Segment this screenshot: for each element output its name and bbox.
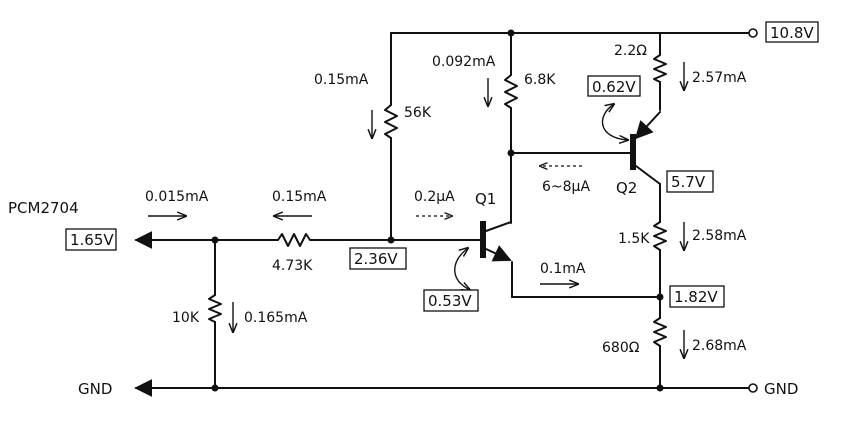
current-q2-base: 6~8μA	[542, 179, 590, 195]
vbe-q1-box	[423, 289, 479, 312]
input-line	[134, 231, 484, 249]
base-voltage-box	[349, 247, 407, 270]
current-q1-emitter: 0.1mA	[540, 261, 586, 277]
supply-voltage: 10.8V	[770, 24, 814, 42]
base-q1-voltage: 2.36V	[354, 250, 398, 268]
supply-terminal	[748, 28, 758, 38]
gnd-label-right: GND	[764, 380, 798, 398]
current-680: 2.68mA	[692, 338, 747, 354]
pcm-voltage: 1.65V	[70, 231, 114, 249]
label-1k5: 1.5K	[618, 231, 650, 247]
label-4k73: 4.73K	[272, 258, 313, 274]
junction-dot	[211, 384, 219, 392]
ground-rail	[134, 379, 758, 397]
emitter-q1-voltage: 0.53V	[428, 292, 472, 310]
q2-collector-voltage-box	[666, 170, 714, 193]
transistor-q2	[510, 111, 661, 223]
arrow-vbe-q2	[601, 104, 628, 140]
supply-voltage-box	[765, 21, 819, 43]
current-pcm: 0.015mA	[145, 189, 209, 205]
vbe-q2-box	[587, 75, 641, 97]
pcm-label: PCM2704	[8, 199, 79, 217]
pcm-voltage-box	[65, 228, 117, 251]
label-6k8: 6.8K	[524, 72, 556, 88]
q2-vbe: 0.62V	[592, 78, 636, 96]
junction-dot	[387, 236, 395, 244]
arrow-vbe-q1	[454, 248, 470, 290]
label-2r2: 2.2Ω	[614, 43, 647, 59]
q2-collector-voltage: 5.7V	[671, 173, 706, 191]
resistor-10k	[208, 239, 222, 389]
label-q1: Q1	[475, 190, 496, 208]
resistor-56k	[384, 32, 398, 241]
current-1k5: 2.58mA	[692, 228, 747, 244]
resistor-2r2	[653, 32, 667, 111]
resistor-6k8	[504, 32, 518, 224]
label-56k: 56K	[404, 105, 432, 121]
current-q1-base: 0.2μA	[414, 189, 455, 205]
resistor-1k5	[653, 221, 667, 319]
current-6k8: 0.092mA	[432, 54, 496, 70]
output-voltage-box	[669, 285, 725, 308]
current-56k: 0.15mA	[314, 72, 369, 88]
current-series: 0.15mA	[272, 189, 327, 205]
ground-terminal	[748, 383, 758, 393]
current-10k: 0.165mA	[244, 310, 308, 326]
resistor-4k73	[277, 233, 315, 247]
gnd-label-left: GND	[78, 380, 112, 398]
supply-rail	[390, 28, 758, 38]
current-arrows	[148, 62, 684, 358]
junction-dot	[656, 384, 664, 392]
output-voltage: 1.82V	[674, 288, 718, 306]
label-q2: Q2	[616, 179, 637, 197]
label-680: 680Ω	[602, 340, 640, 356]
current-2r2: 2.57mA	[692, 70, 747, 86]
resistor-680	[653, 317, 667, 389]
label-10k: 10K	[172, 310, 200, 326]
